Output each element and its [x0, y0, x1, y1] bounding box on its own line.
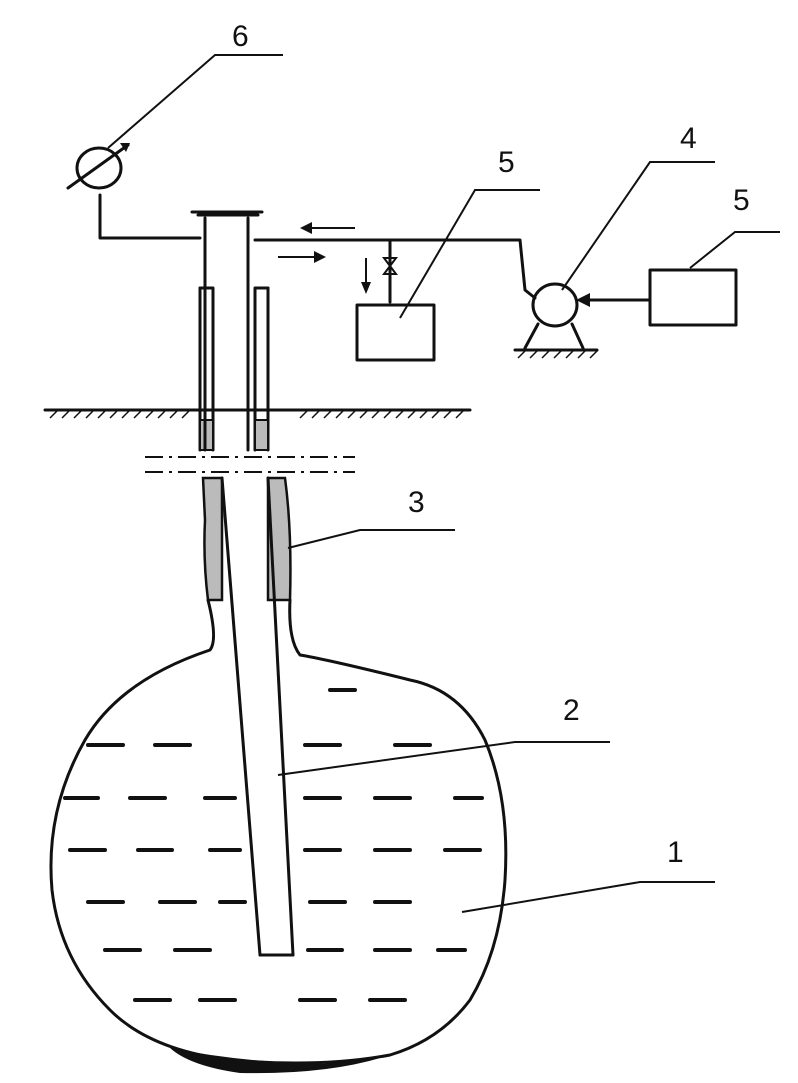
label-tubing: 2	[563, 694, 580, 727]
surface-piping	[98, 193, 537, 304]
casing-upper	[198, 286, 270, 452]
label-meter: 6	[232, 20, 249, 53]
tank-left	[355, 303, 436, 362]
label-tank-left: 5	[498, 146, 515, 179]
label-pump: 4	[680, 122, 697, 155]
pump-icon	[513, 282, 652, 359]
tank-right	[648, 268, 738, 327]
flow-meter-icon	[66, 143, 130, 190]
label-casing: 3	[408, 486, 425, 519]
cavern	[49, 598, 508, 1074]
label-cavern: 1	[667, 836, 684, 869]
casing-lower	[201, 476, 292, 602]
label-tank-right: 5	[733, 184, 750, 217]
ground-surface	[43, 408, 472, 419]
tubing	[190, 210, 295, 957]
break-line	[145, 456, 355, 473]
leader-lines	[107, 54, 780, 913]
